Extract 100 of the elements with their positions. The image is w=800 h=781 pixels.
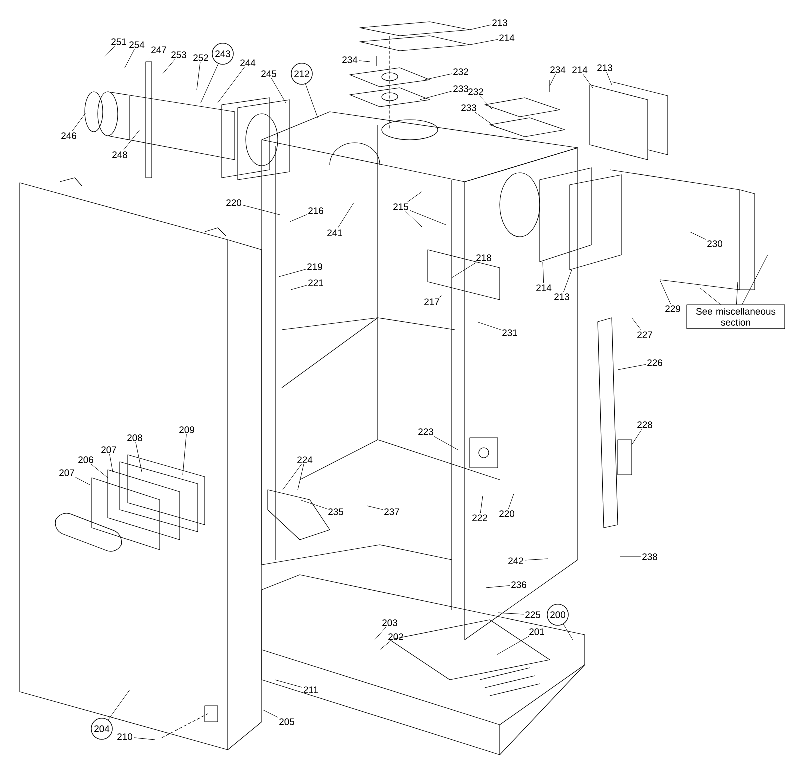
leader-line: [374, 627, 386, 640]
leader-line: [470, 24, 492, 30]
leader-line: [196, 62, 201, 90]
leader-line: [72, 112, 86, 132]
leader-line: [366, 506, 384, 510]
callout-number: 213: [554, 294, 570, 300]
callout-number: 209: [180, 426, 194, 434]
callout-number: 223: [418, 428, 434, 436]
leader-line: [508, 494, 514, 510]
callout-number: 228: [638, 422, 652, 428]
leader-line: [380, 641, 391, 650]
callout-number: 206: [78, 456, 94, 464]
callout-number: 226: [648, 360, 662, 366]
callout-number: 227: [638, 332, 652, 338]
leader-line: [496, 636, 530, 656]
leader-line: [660, 280, 672, 305]
callout-number: 220: [226, 200, 242, 206]
leader-line: [420, 91, 452, 100]
leader-line: [274, 680, 303, 688]
callout-number: 246: [62, 132, 76, 140]
leader-line: [242, 205, 280, 216]
callout-number: 221: [308, 280, 324, 286]
callout-number: 201: [530, 628, 544, 636]
leader-line: [606, 72, 612, 86]
callout-number: 218: [476, 254, 492, 262]
leader-line: [218, 67, 245, 104]
callout-number: 238: [642, 554, 658, 560]
leader-line: [110, 454, 114, 472]
leader-line: [563, 624, 574, 640]
leader-line: [632, 318, 642, 331]
callout-number: 217: [424, 298, 440, 306]
leader-line: [200, 64, 219, 104]
leader-line: [480, 496, 484, 514]
leader-line: [75, 477, 90, 486]
callout-number: 230: [708, 240, 723, 248]
callout-number: 254: [130, 42, 145, 48]
leader-line: [410, 210, 446, 226]
leader-line: [104, 46, 116, 58]
callout-number: 203: [382, 620, 398, 626]
callout-number: 252: [194, 54, 208, 62]
leader-line: [476, 322, 502, 330]
leader-line: [434, 436, 458, 450]
callout-number: 251: [112, 38, 126, 46]
callout-number: 234: [342, 56, 358, 64]
callout-number: 234: [550, 66, 566, 74]
leader-line: [524, 558, 548, 561]
leader-line: [439, 296, 442, 298]
callout-number: 245: [262, 70, 276, 78]
leader-line: [290, 214, 308, 222]
leader-line: [144, 54, 155, 66]
leader-line: [262, 710, 278, 718]
callout-number: 247: [152, 46, 166, 54]
leader-line: [162, 59, 176, 74]
callout-number: 210: [118, 734, 133, 740]
callout-number: 224: [298, 456, 313, 464]
callout-number: 207: [60, 470, 74, 476]
callout-number: 205: [280, 718, 294, 726]
leader-line: [91, 464, 108, 478]
callout-number: 233: [454, 86, 468, 92]
leader-line: [618, 364, 646, 370]
leader-line: [136, 442, 142, 472]
callout-number: 214: [500, 34, 515, 42]
leader-line: [123, 130, 140, 151]
callout-number: 233: [462, 104, 476, 112]
callout-number: 242: [508, 558, 524, 564]
leader-line: [182, 434, 187, 476]
leader-line: [550, 74, 556, 86]
leader-line: [498, 612, 524, 615]
callout-number: 244: [240, 60, 256, 66]
leader-line: [358, 60, 370, 62]
note-box: See miscellaneous section: [686, 304, 786, 330]
leader-line: [338, 202, 354, 229]
leader-line: [620, 556, 642, 558]
leader-line: [480, 96, 492, 110]
callout-number: 241: [328, 230, 342, 236]
callout-number: 222: [472, 514, 488, 522]
callout-number: 202: [388, 634, 404, 640]
leader-line: [475, 112, 498, 128]
leader-line: [407, 192, 422, 203]
leader-line: [305, 84, 318, 118]
leader-line: [583, 74, 594, 88]
leader-line: [486, 586, 510, 588]
callout-number: 237: [384, 508, 400, 516]
leader-line: [134, 738, 156, 740]
callout-number: 214: [572, 66, 588, 74]
callout-number: 236: [512, 582, 526, 588]
callout-number: 213: [492, 20, 508, 26]
leader-line: [282, 464, 302, 490]
leader-line: [278, 269, 306, 278]
callout-number: 253: [172, 52, 186, 58]
leader-line: [470, 39, 498, 46]
leader-line: [452, 262, 477, 278]
leader-line: [700, 288, 722, 305]
callout-number: 229: [666, 306, 680, 312]
callout-number: 214: [536, 284, 552, 292]
leader-line: [742, 254, 768, 305]
leader-line: [424, 74, 452, 80]
callout-number: 215: [394, 204, 408, 210]
leader-line: [290, 285, 308, 290]
leader-line: [736, 282, 738, 305]
